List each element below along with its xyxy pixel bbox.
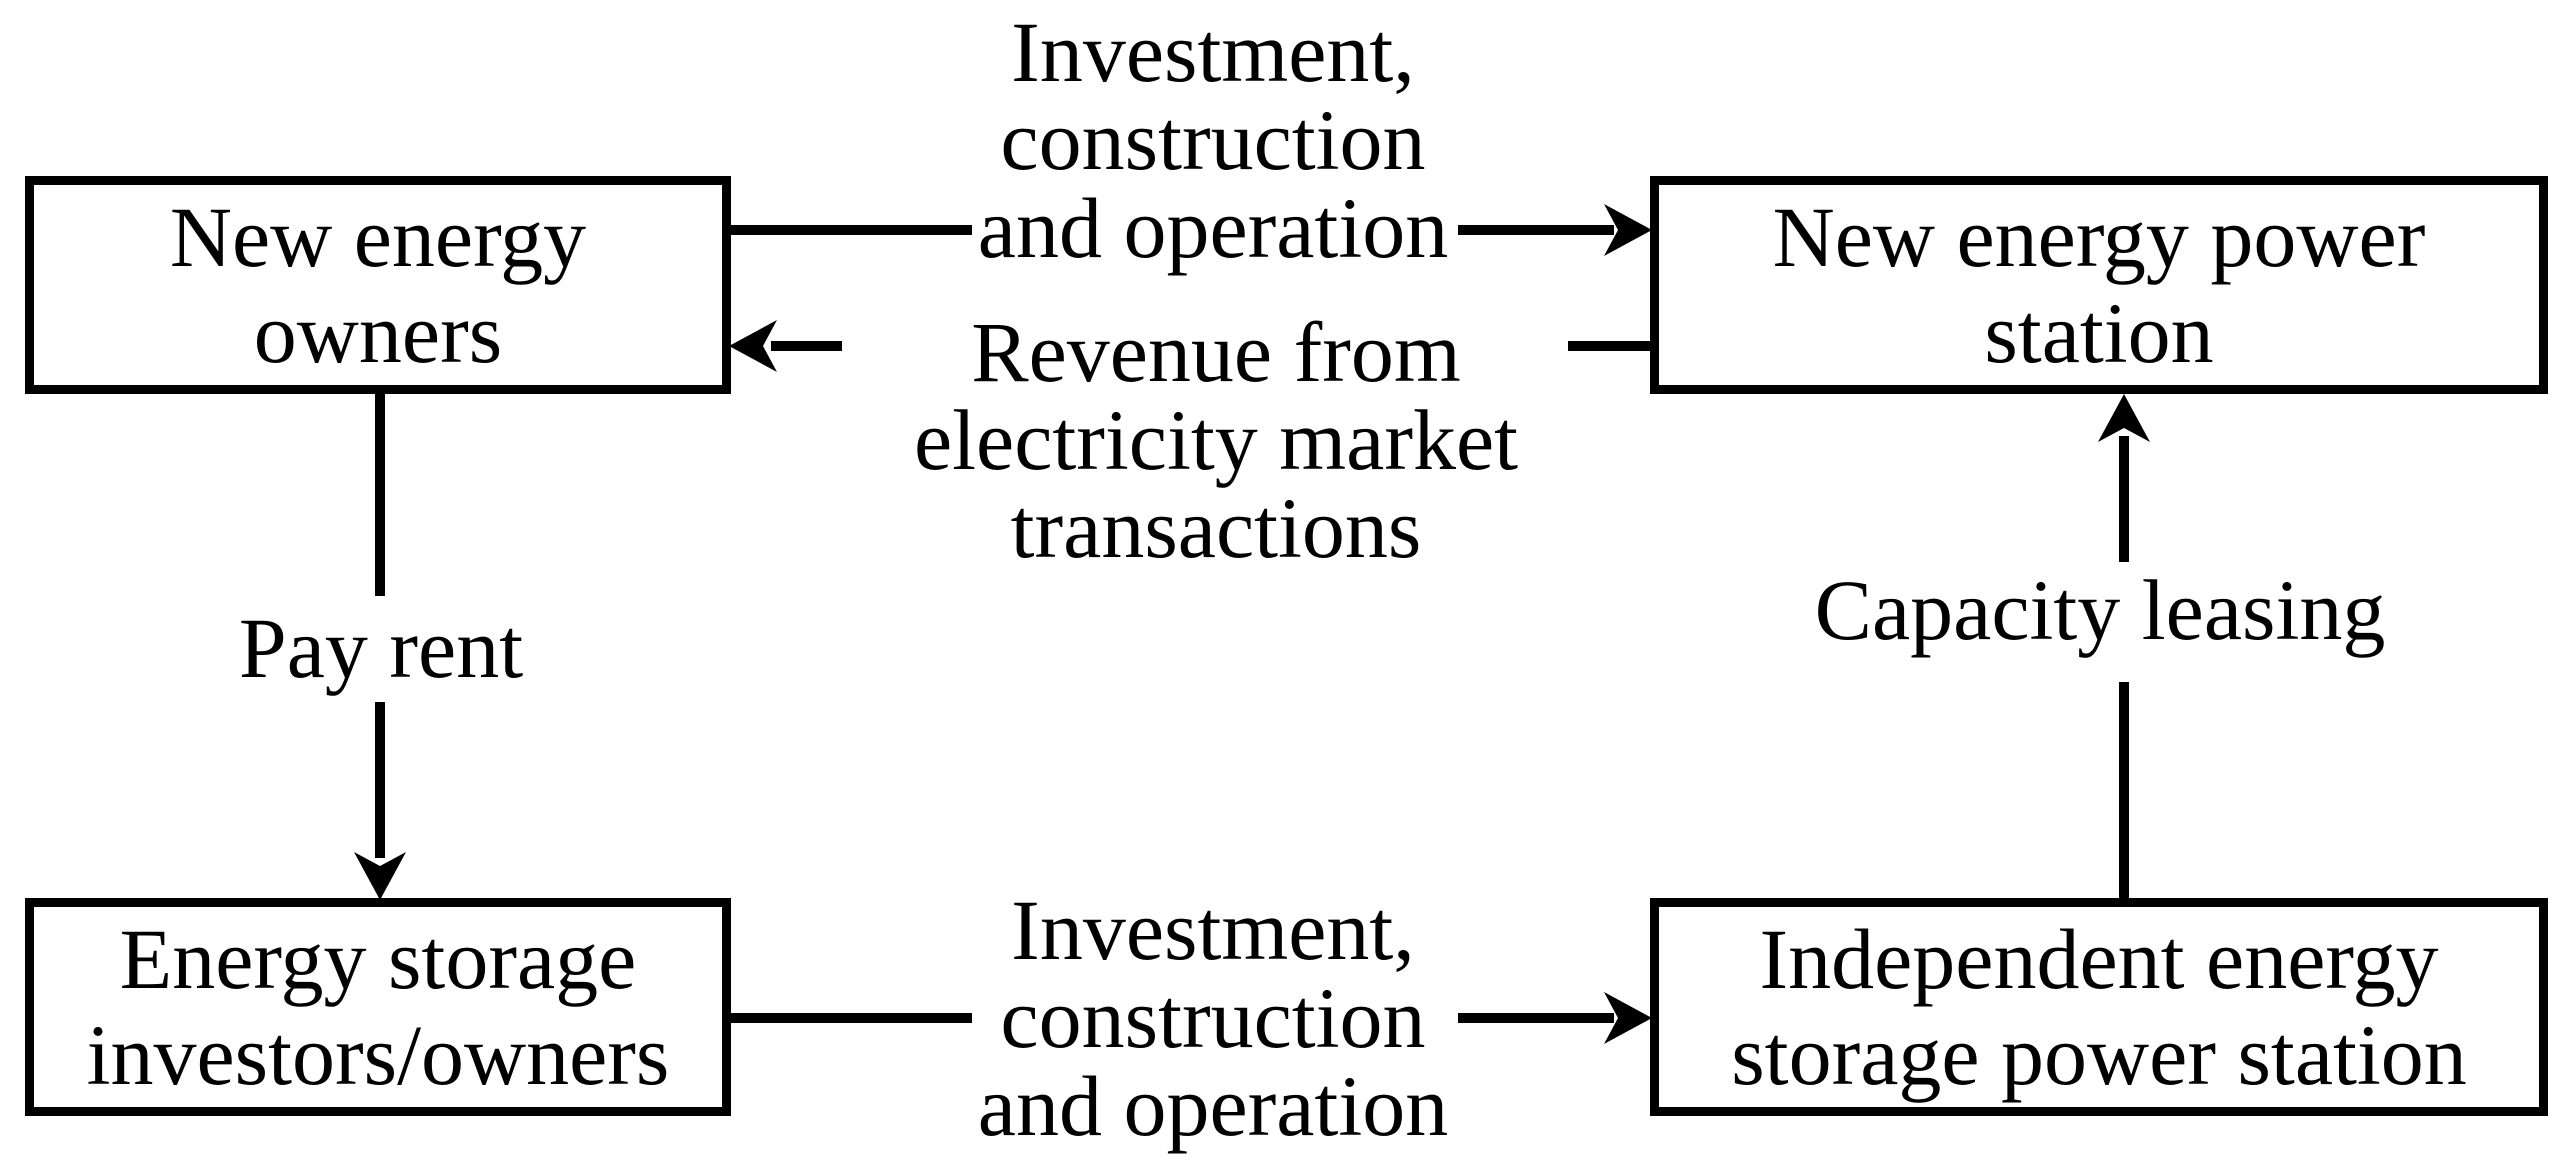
- edge-investment-bottom: [725, 992, 1652, 1044]
- edge-investment-top: [725, 204, 1652, 256]
- edge-label-investment-bottom: Investment, construction and operation: [977, 882, 1449, 1154]
- edge-revenue-arrowhead-left: [729, 320, 777, 372]
- edge-label-revenue: Revenue from electricity market transact…: [913, 304, 1519, 576]
- edge-capacity-leasing-arrowhead-up: [2098, 394, 2150, 442]
- edge-investment-top-arrowhead-right: [1604, 204, 1652, 256]
- node-energy-storage-investors-owners: Energy storage investors/owners: [25, 898, 731, 1116]
- edge-pay-rent-arrowhead-down: [354, 852, 406, 900]
- edge-capacity-leasing: [2098, 394, 2150, 902]
- edge-label-capacity-leasing: Capacity leasing: [1814, 562, 2386, 658]
- node-new-energy-owners: New energy owners: [25, 176, 731, 394]
- edge-revenue: [729, 320, 1654, 372]
- edge-pay-rent: [354, 388, 406, 900]
- edge-label-pay-rent: Pay rent: [238, 600, 524, 696]
- edge-label-investment-top: Investment, construction and operation: [977, 4, 1449, 276]
- node-new-energy-power-station: New energy power station: [1650, 176, 2548, 394]
- node-independent-energy-storage-power-station: Independent energy storage power station: [1650, 898, 2548, 1116]
- edge-investment-bottom-arrowhead-right: [1604, 992, 1652, 1044]
